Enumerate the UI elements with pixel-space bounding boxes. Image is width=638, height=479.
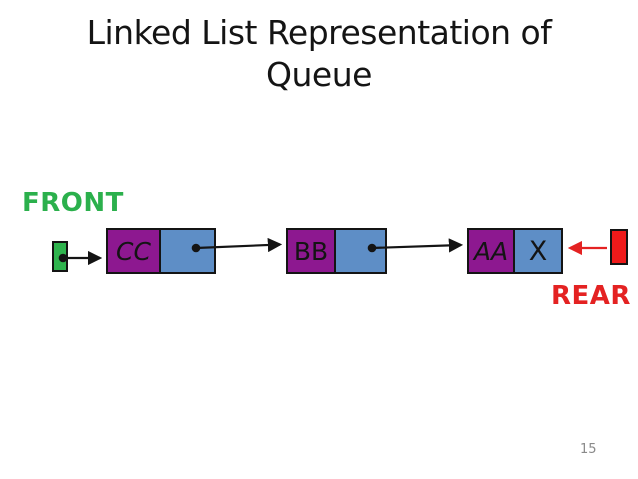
node-bb-data-cell: BB [286, 228, 336, 274]
slide-title-line1: Linked List Representation of [86, 13, 552, 52]
page-number: 15 [580, 442, 597, 457]
front-label: FRONT [22, 188, 124, 218]
node-cc-data-cell: CC [106, 228, 161, 274]
node-bb-next-cell [334, 228, 387, 274]
node-aa-null-cell: X [513, 228, 563, 274]
node-bb: BB [286, 228, 387, 274]
slide-title-line2: Queue [266, 55, 372, 95]
node-cc-next-cell [159, 228, 216, 274]
node-cc: CC [106, 228, 216, 274]
slide-title: Linked List Representation of Queue [0, 12, 638, 96]
rear-label: REAR [551, 281, 631, 311]
node-aa-data-cell: AA [467, 228, 515, 274]
front-pointer-box [52, 241, 68, 272]
rear-pointer-box [610, 229, 628, 265]
node-aa: AA X [467, 228, 563, 274]
